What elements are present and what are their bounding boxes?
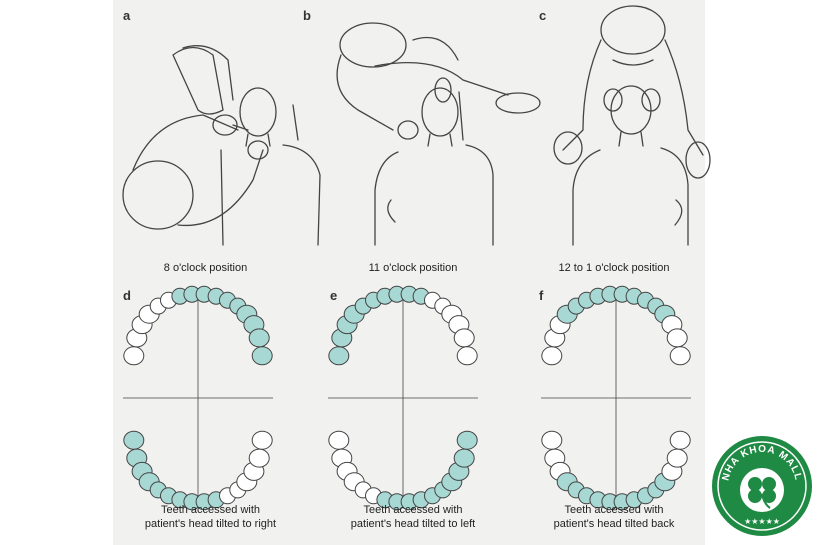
caption-tilted-back-line1: Teeth accessed with bbox=[564, 504, 664, 516]
dental-arch-diagrams bbox=[123, 285, 691, 511]
panel-letter-c: c bbox=[539, 8, 547, 23]
panel-letter-f: f bbox=[539, 288, 544, 303]
caption-8-oclock: 8 o'clock position bbox=[163, 262, 248, 274]
operator-figure-c bbox=[553, 5, 711, 179]
dental-arch-right bbox=[123, 285, 273, 511]
patient-figure-c bbox=[572, 85, 689, 246]
tooth-upper-16 bbox=[669, 346, 691, 366]
patient-figure-a bbox=[220, 87, 321, 246]
patient-figure-b bbox=[374, 87, 494, 246]
tooth-upper-15 bbox=[453, 328, 475, 348]
panel-letter-e: e bbox=[330, 288, 338, 303]
tooth-lower-1 bbox=[328, 430, 350, 450]
tooth-upper-15 bbox=[666, 328, 688, 348]
operator-figure-a bbox=[122, 45, 269, 230]
caption-11-oclock: 11 o'clock position bbox=[368, 262, 458, 274]
tooth-lower-16 bbox=[251, 430, 273, 450]
clover-icon bbox=[748, 477, 776, 509]
tooth-lower-16 bbox=[669, 430, 691, 450]
panel-letter-a: a bbox=[123, 8, 131, 23]
logo-stars: ★★★★★ bbox=[744, 517, 780, 526]
caption-tilted-left-line2: patient's head tilted to left bbox=[350, 518, 476, 530]
caption-tilted-back-line2: patient's head tilted back bbox=[553, 518, 675, 530]
panel-letter-b: b bbox=[303, 8, 311, 23]
tooth-lower-16 bbox=[456, 430, 478, 450]
tooth-lower-1 bbox=[541, 430, 563, 450]
caption-tilted-right-line1: Teeth accessed with bbox=[160, 504, 261, 516]
caption-tilted-left-line1: Teeth accessed with bbox=[363, 504, 463, 516]
operator-figure-b bbox=[336, 22, 541, 140]
tooth-upper-15 bbox=[248, 328, 270, 348]
dental-arch-back bbox=[541, 285, 691, 511]
caption-tilted-right-line2: patient's head tilted to right bbox=[144, 518, 277, 530]
panel-letter-d: d bbox=[123, 288, 131, 303]
tooth-upper-1 bbox=[123, 346, 145, 366]
operator-position-illustrations bbox=[122, 5, 711, 246]
tooth-upper-16 bbox=[251, 346, 273, 366]
tooth-upper-1 bbox=[541, 346, 563, 366]
nha-khoa-mall-logo: NHA KHOA MALL ★★★★★ bbox=[712, 436, 812, 536]
dental-arch-left bbox=[328, 285, 478, 511]
tooth-lower-15 bbox=[453, 448, 475, 468]
tooth-upper-16 bbox=[456, 346, 478, 366]
dental-ergonomics-figure: a b c d e f bbox=[113, 0, 711, 545]
tooth-lower-1 bbox=[123, 430, 145, 450]
caption-12-to-1-oclock: 12 to 1 o'clock position bbox=[558, 262, 670, 274]
tooth-lower-15 bbox=[666, 448, 688, 468]
tooth-lower-15 bbox=[248, 448, 270, 468]
tooth-upper-1 bbox=[328, 346, 350, 366]
